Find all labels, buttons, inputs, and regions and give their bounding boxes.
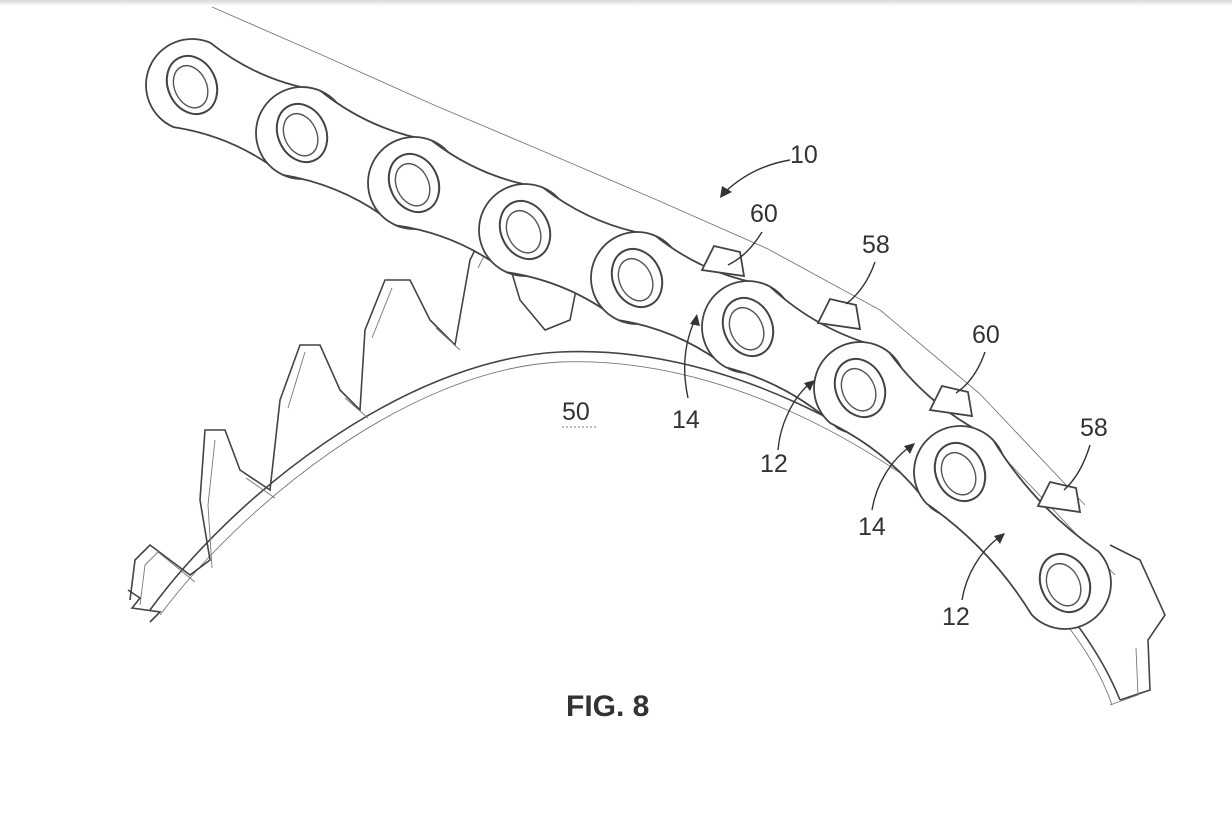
ref-label-58-b: 58 [1080, 414, 1108, 442]
tooth-tip-60 [928, 384, 974, 418]
label-50-group: 50 [562, 398, 596, 428]
ref-label-12-a: 12 [760, 450, 788, 478]
label-58b-group: 58 [1063, 414, 1108, 491]
label-58a-group: 58 [845, 231, 890, 305]
chain-pin-inner [505, 209, 542, 254]
ref-label-60-a: 60 [750, 200, 778, 228]
ref-label-58-a: 58 [862, 231, 890, 259]
chain-pin-inner [172, 64, 209, 109]
label-12a-group: 12 [760, 380, 815, 478]
chain-pin-inner [394, 162, 431, 207]
tooth-tip-58 [1036, 480, 1082, 514]
label-60a-group: 60 [727, 200, 778, 266]
ref-label-14-b: 14 [858, 513, 886, 541]
tooth-tip-60 [700, 244, 746, 278]
chain-10 [145, 6, 1116, 630]
label-10-group: 10 [720, 141, 818, 198]
tooth-tip-58 [816, 297, 862, 331]
chain-pin-inner [940, 451, 977, 496]
figure-caption: FIG. 8 [566, 690, 649, 723]
label-12b-group: 12 [942, 533, 1005, 631]
viewer-top-shadow [0, 0, 1232, 6]
chain-pin-inner [617, 257, 654, 302]
chain-pin-inner [282, 112, 319, 157]
label-14a-group: 14 [672, 314, 700, 434]
ref-label-60-b: 60 [972, 321, 1000, 349]
label-60b-group: 60 [955, 321, 1000, 394]
ref-label-10: 10 [790, 141, 818, 169]
chain-pin-inner [1045, 562, 1082, 607]
chain-pin-inner [840, 367, 877, 412]
label-14b-group: 14 [858, 443, 915, 541]
ref-label-12-b: 12 [942, 603, 970, 631]
ref-label-50: 50 [562, 398, 590, 426]
ref-label-14-a: 14 [672, 406, 700, 434]
chain-pin-inner [728, 306, 765, 351]
